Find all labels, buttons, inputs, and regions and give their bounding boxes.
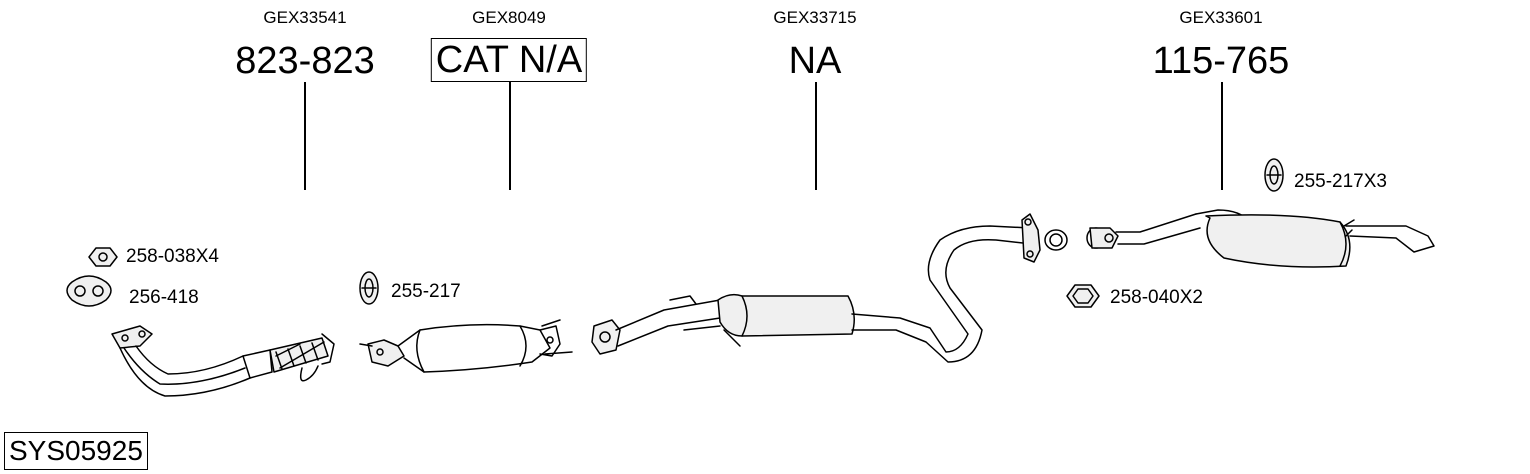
accessory-label-hanger-rear[interactable]: 255-217X3 <box>1294 171 1387 192</box>
leader-line-catalyst <box>509 82 511 190</box>
hex-nut-icon[interactable] <box>1066 284 1100 308</box>
leader-line-middle-silencer <box>815 82 817 190</box>
middle-silencer-drawing[interactable] <box>591 225 1033 363</box>
part-number-rear-silencer[interactable]: 115-765 <box>1152 40 1290 82</box>
part-number-front-pipe[interactable]: 823-823 <box>235 40 375 82</box>
accessory-label-gasket-front[interactable]: 256-418 <box>129 287 199 308</box>
rubber-hanger-icon[interactable] <box>359 271 379 305</box>
leader-line-rear-silencer <box>1221 82 1223 190</box>
catalytic-converter-drawing[interactable] <box>359 319 573 373</box>
leader-line-front-pipe <box>304 82 306 190</box>
system-code: SYS05925 <box>4 432 148 470</box>
oe-number-rear-silencer: GEX33601 <box>1179 8 1263 27</box>
part-number-catalyst[interactable]: CAT N/A <box>430 38 588 82</box>
accessory-label-hanger-cat[interactable]: 255-217 <box>391 281 461 302</box>
middle-pipe-flange-drawing[interactable] <box>1021 213 1068 263</box>
front-pipe-drawing[interactable] <box>111 325 335 397</box>
rubber-hanger-rear-icon[interactable] <box>1264 158 1284 192</box>
flange-nut-icon[interactable] <box>88 247 118 267</box>
part-number-middle-silencer[interactable]: NA <box>788 40 842 82</box>
oe-number-front-pipe: GEX33541 <box>263 8 347 27</box>
oe-number-catalyst: GEX8049 <box>472 8 546 27</box>
rear-silencer-drawing[interactable] <box>1086 209 1435 268</box>
oe-number-middle-silencer: GEX33715 <box>773 8 857 27</box>
accessory-label-nut-rear[interactable]: 258-040X2 <box>1110 287 1203 308</box>
gasket-icon[interactable] <box>66 275 112 307</box>
accessory-label-nut-front[interactable]: 258-038X4 <box>126 246 219 267</box>
